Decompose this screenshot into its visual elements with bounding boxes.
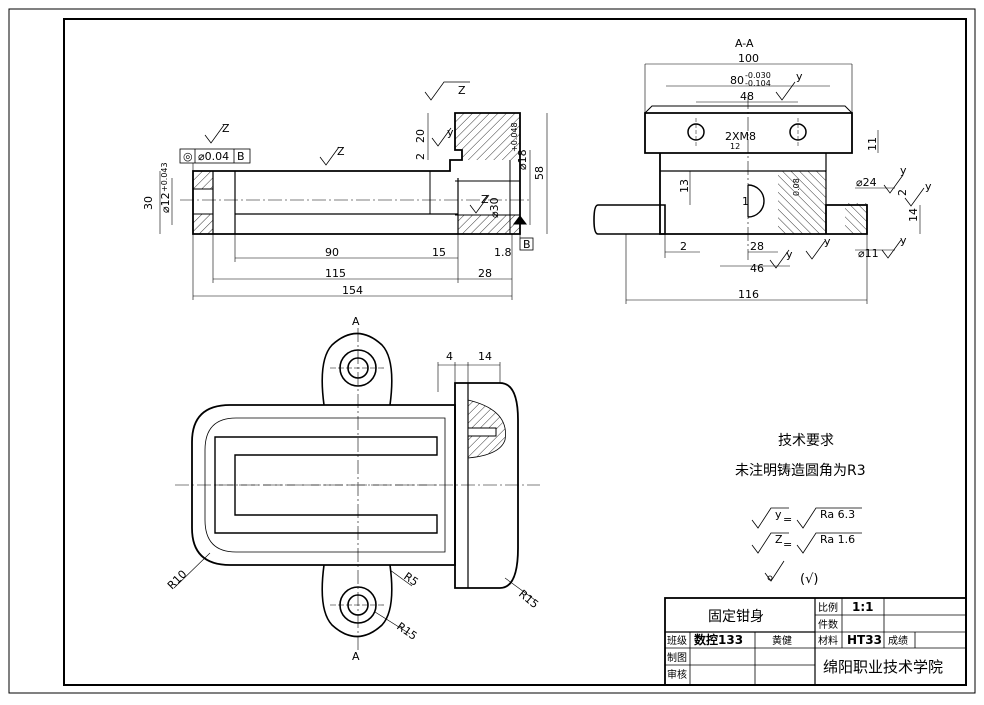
cut-mark-a-top: A — [352, 315, 360, 328]
dim-r15-a: R15 — [516, 587, 541, 611]
finish-mark-y-2: y — [796, 70, 803, 83]
eq1-lhs: y — [775, 508, 782, 521]
finish-mark-z-1: Z — [222, 122, 230, 135]
finish-mark-z-2: Z — [337, 145, 345, 158]
section-view — [593, 63, 925, 304]
tech-req-title: 技术要求 — [778, 433, 834, 449]
thread-depth: 12 — [730, 142, 740, 151]
dim-48: 48 — [740, 90, 754, 103]
scale-value: 1:1 — [852, 600, 874, 614]
eq1-sign: = — [783, 513, 792, 526]
title-block-text: 固定钳身 比例 1:1 件数 班级 数控133 黄健 材料 HT33 成绩 制图… — [667, 600, 943, 681]
checked-label: 审核 — [667, 668, 687, 681]
student-name: 黄健 — [772, 634, 792, 647]
dim-14-top: 14 — [478, 350, 492, 363]
dim-d12: ⌀12 — [159, 192, 172, 213]
outer-border — [8, 8, 976, 694]
class-label: 班级 — [667, 635, 687, 647]
dim-11: 11 — [866, 137, 879, 151]
eq2-rhs: Ra 1.6 — [820, 533, 855, 546]
dim-d12-tol: +0.043 — [160, 162, 169, 192]
dim-2-right: 2 — [896, 189, 909, 196]
dim-116: 116 — [738, 288, 759, 301]
finish-mark-y-4: y — [925, 180, 932, 193]
dim-r10: R10 — [165, 568, 189, 592]
thread-spec: 2XM8 — [725, 130, 756, 143]
top-view-labels: A A 4 14 R10 R5 R15 R15 — [165, 315, 541, 663]
dim-1-8: 1.8 — [494, 246, 512, 259]
score-label: 成绩 — [888, 634, 908, 647]
technical-requirements: 技术要求 未注明铸造圆角为R3 y = Ra 6.3 Z = Ra 1.6 (√… — [735, 433, 866, 587]
finish-mark-y-1: y — [447, 126, 454, 139]
dim-154: 154 — [342, 284, 363, 297]
dim-100: 100 — [738, 52, 759, 65]
part-name: 固定钳身 — [708, 609, 764, 625]
dim-20: 20 — [414, 129, 427, 143]
dim-d24: ⌀24 — [856, 176, 877, 189]
count-label: 件数 — [818, 618, 838, 631]
tol-symbol: ◎ — [183, 150, 193, 163]
dim-90: 90 — [325, 246, 339, 259]
front-view — [159, 81, 548, 300]
dim-80-tol-up: -0.030 — [745, 71, 771, 80]
section-view-labels: A-A 100 80 -0.030 -0.104 48 2XM8 12 11 1… — [678, 37, 932, 301]
eq2-lhs: Z — [775, 533, 783, 546]
datum-b-label: B — [523, 238, 531, 251]
material-label: 材料 — [818, 634, 838, 647]
dim-13: 13 — [678, 179, 691, 193]
dim-28-sec: 28 — [750, 240, 764, 253]
inner-frame — [63, 18, 967, 686]
general-finish: (√) — [800, 572, 818, 587]
school-name: 绵阳职业技术学院 — [823, 658, 943, 676]
finish-mark-y-7: y — [786, 248, 793, 261]
tol-datum: B — [237, 150, 245, 163]
drawn-label: 制图 — [667, 651, 687, 664]
dim-r15-b: R15 — [394, 620, 419, 643]
dim-d18-tol: +0.048 — [510, 122, 519, 152]
tol-value: ⌀0.04 — [198, 150, 229, 163]
title-block — [664, 597, 967, 686]
dim-80-tol-lo: -0.104 — [745, 79, 771, 88]
finish-mark-z-3: Z — [458, 84, 466, 97]
dim-14: 14 — [907, 208, 920, 222]
finish-mark-y-3: y — [900, 164, 907, 177]
dim-1-tol: 0.08 — [792, 178, 801, 196]
dim-d18: ⌀18 — [516, 149, 529, 170]
dim-1: 1 — [742, 195, 749, 208]
dim-28: 28 — [478, 267, 492, 280]
dim-115: 115 — [325, 267, 346, 280]
top-view — [173, 328, 540, 650]
finish-mark-z-4: Z — [481, 193, 489, 206]
front-view-labels: 90 15 1.8 115 28 154 30 ⌀12 +0.043 20 2 … — [142, 84, 546, 297]
dim-d11: ⌀11 — [858, 247, 879, 260]
dim-2: 2 — [414, 153, 427, 160]
dim-4: 4 — [446, 350, 453, 363]
dim-46: 46 — [750, 262, 764, 275]
finish-mark-y-6: y — [900, 234, 907, 247]
section-label: A-A — [735, 37, 754, 50]
dim-80: 80 — [730, 74, 744, 87]
class-value: 数控133 — [694, 632, 743, 647]
tech-req-line1: 未注明铸造圆角为R3 — [735, 463, 866, 479]
material-value: HT33 — [847, 633, 882, 647]
dim-2-left: 2 — [680, 240, 687, 253]
dim-r5: R5 — [401, 570, 420, 589]
cut-mark-a-bottom: A — [352, 650, 360, 663]
scale-label: 比例 — [818, 601, 838, 614]
dim-15: 15 — [432, 246, 446, 259]
finish-mark-y-5: y — [824, 235, 831, 248]
dim-d30: ⌀30 — [488, 197, 501, 218]
eq2-sign: = — [783, 538, 792, 551]
dim-30: 30 — [142, 196, 155, 210]
dim-58: 58 — [533, 166, 546, 180]
eq1-rhs: Ra 6.3 — [820, 508, 855, 521]
